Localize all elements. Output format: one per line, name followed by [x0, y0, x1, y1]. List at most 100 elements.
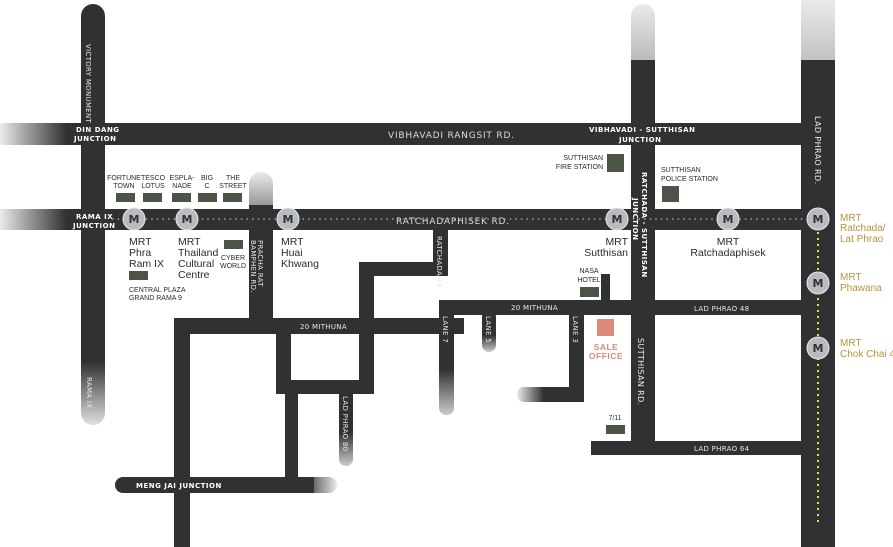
landmark-fortune-town: FORTUNE TOWN: [107, 175, 141, 202]
landmark-esplanade: ESPLA- NADE: [170, 175, 196, 202]
label-lad-phrao-48: LAD PHRAO 48: [694, 305, 749, 313]
svg-text:Sutthisan: Sutthisan: [584, 247, 628, 259]
svg-text:Phra: Phra: [129, 247, 151, 259]
svg-text:MRT: MRT: [840, 272, 861, 283]
sale-office-marker[interactable]: SALE OFFICE: [589, 319, 623, 361]
svg-text:Ratchada/: Ratchada/: [840, 223, 886, 234]
svg-text:CYBER: CYBER: [221, 255, 245, 262]
landmark-seven-eleven: 7/11: [606, 415, 625, 434]
svg-text:POLICE STATION: POLICE STATION: [661, 176, 718, 183]
svg-text:7/11: 7/11: [608, 415, 621, 422]
landmark-big-c: BIG C: [198, 175, 217, 202]
mrt-station-chok-chai-4[interactable]: M MRT Chok Chai 4: [806, 336, 893, 360]
svg-text:MRT: MRT: [605, 236, 628, 248]
svg-text:MRT: MRT: [840, 213, 861, 224]
label-pracha-rat-2: BAMPHEN RD.: [249, 240, 257, 293]
svg-text:Thailand: Thailand: [178, 247, 218, 259]
landmark-cyber-world: CYBER WORLD: [220, 240, 246, 270]
road-lane-7: [439, 300, 454, 415]
label-20-mithuna-west: 20 MITHUNA: [300, 323, 347, 331]
svg-text:TESCO: TESCO: [141, 175, 166, 182]
road-lad-phrao-80: [339, 382, 353, 466]
label-din-dang-1: DIN DANG: [76, 126, 120, 134]
svg-text:Phawana: Phawana: [840, 283, 882, 294]
road-loop-right: [359, 262, 374, 394]
svg-text:Cultural: Cultural: [178, 258, 214, 270]
road-nasa-stub: [601, 274, 610, 304]
svg-text:Khwang: Khwang: [281, 258, 319, 270]
landmark-the-street: THE STREET: [219, 175, 248, 202]
svg-text:Centre: Centre: [178, 269, 210, 281]
mrt-station-ratchada-lat-phrao[interactable]: M MRT Ratchada/ Lat Phrao: [806, 207, 886, 245]
landmark-nasa-hotel: NASA HOTEL: [577, 268, 601, 297]
svg-text:LOTUS: LOTUS: [141, 183, 165, 190]
label-ratchada-18: RATCHADA 18: [435, 236, 443, 288]
landmark-central-plaza: CENTRAL PLAZA GRAND RAMA 9: [129, 271, 186, 302]
label-pracha-rat-1: PRACHA RAT: [256, 240, 264, 287]
metro-icon: M: [813, 277, 824, 290]
svg-text:MRT: MRT: [129, 236, 152, 248]
metro-icon: M: [283, 213, 294, 226]
svg-text:HOTEL: HOTEL: [577, 277, 600, 284]
svg-text:NADE: NADE: [172, 183, 192, 190]
label-vibhavadi-sutthisan-2: JUNCTION: [618, 136, 661, 144]
mrt-station-sutthisan[interactable]: M MRT Sutthisan: [584, 207, 629, 259]
label-meng-jai: MENG JAI JUNCTION: [136, 482, 222, 490]
road-lane-5: [482, 310, 496, 352]
landmark-sutthisan-police-station: SUTTHISAN POLICE STATION: [661, 167, 718, 202]
svg-text:MRT: MRT: [281, 236, 304, 248]
svg-text:SALE: SALE: [594, 342, 619, 352]
mrt-station-huai-khwang[interactable]: M MRT Huai Khwang: [276, 207, 319, 270]
label-20-mithuna-east: 20 MITHUNA: [511, 304, 558, 312]
mrt-station-ratchadaphisek[interactable]: M MRT Ratchadaphisek: [690, 207, 766, 259]
svg-text:STREET: STREET: [219, 183, 247, 190]
label-rama-ix-junction-2: JUNCTION: [72, 222, 115, 230]
road-lane-3: [569, 310, 584, 402]
label-vibhavadi-sutthisan-1: VIBHAVADI - SUTTHISAN: [589, 126, 695, 134]
svg-text:ESPLA-: ESPLA-: [170, 175, 196, 182]
road-20-mithuna-east: [439, 300, 801, 315]
label-lane-5: LANE 5: [484, 316, 492, 343]
metro-icon: M: [612, 213, 623, 226]
label-din-dang-2: JUNCTION: [73, 135, 116, 143]
svg-text:FIRE STATION: FIRE STATION: [556, 164, 603, 171]
svg-text:TOWN: TOWN: [113, 183, 134, 190]
svg-text:Huai: Huai: [281, 247, 303, 259]
road-loop-left: [276, 322, 291, 394]
svg-text:SUTTHISAN: SUTTHISAN: [661, 167, 701, 174]
label-lane-3: LANE 3: [571, 316, 579, 343]
label-sutthisan-rd: SUTTHISAN RD.: [636, 338, 645, 406]
mrt-station-thailand-cultural-centre[interactable]: M MRT Thailand Cultural Centre: [175, 207, 218, 281]
road-20-mithuna-west: [174, 318, 464, 334]
mrt-station-phra-ram-ix[interactable]: M MRT Phra Ram IX: [122, 207, 164, 270]
metro-icon: M: [129, 213, 140, 226]
label-ratchadaphisek: RATCHADAPHISEK RD.: [396, 217, 510, 227]
label-lad-phrao-64: LAD PHRAO 64: [694, 445, 750, 453]
svg-text:Ram IX: Ram IX: [129, 258, 164, 270]
mrt-station-phawana[interactable]: M MRT Phawana: [806, 271, 882, 295]
svg-text:MRT: MRT: [178, 236, 201, 248]
label-rama-ix-south: RAMA IX: [85, 377, 93, 408]
svg-text:OFFICE: OFFICE: [589, 351, 623, 361]
label-ratchada-sutthisan-2: JUNCTION: [631, 197, 639, 240]
svg-text:C: C: [204, 183, 209, 190]
svg-text:Chok Chai 4: Chok Chai 4: [840, 349, 893, 360]
metro-icon: M: [723, 213, 734, 226]
metro-icon: M: [813, 342, 824, 355]
svg-text:BIG: BIG: [201, 175, 213, 182]
road-vibhavadi-rangsit: [0, 123, 830, 145]
svg-text:NASA: NASA: [579, 268, 598, 275]
road-lane-3-branch: [517, 387, 584, 402]
label-rama-ix-junction-1: RAMA IX: [76, 213, 113, 221]
road-lad-phrao-64: [591, 441, 801, 455]
label-vibhavadi-rangsit: VIBHAVADI RANGSIT RD.: [388, 131, 515, 141]
road-ratchada-18: [359, 262, 448, 276]
road-left-vertical: [174, 318, 190, 547]
label-ratchada-sutthisan-1: RATCHADA - SUTTHISAN: [640, 172, 648, 278]
road-meng-jai-connector: [285, 388, 298, 480]
label-lane-7: LANE 7: [441, 316, 449, 343]
metro-icon: M: [813, 213, 824, 226]
landmark-tesco-lotus: TESCO LOTUS: [141, 175, 166, 202]
label-lad-phrao-80: LAD PHRAO 80: [341, 396, 349, 451]
